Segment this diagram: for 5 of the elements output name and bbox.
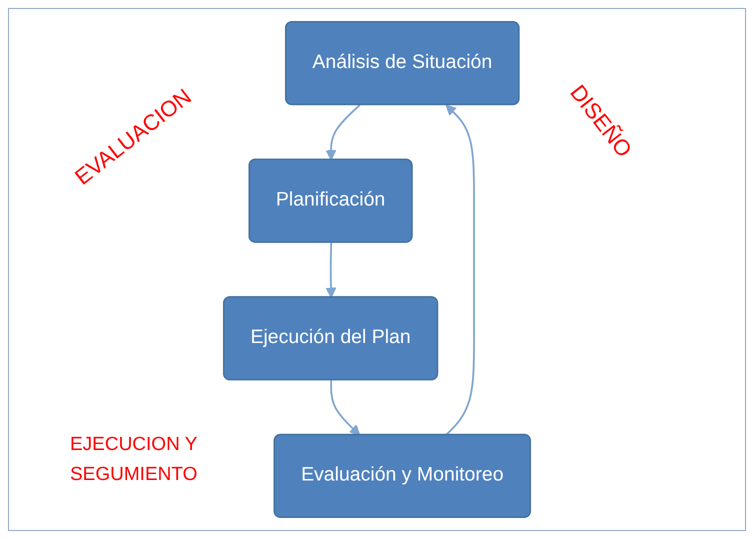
arrow [326, 104, 360, 160]
arrow [330, 380, 360, 436]
arrow [445, 104, 475, 436]
phase-label: EJECUCION Y SEGUMIENTO [70, 433, 198, 488]
arrow [326, 242, 336, 298]
